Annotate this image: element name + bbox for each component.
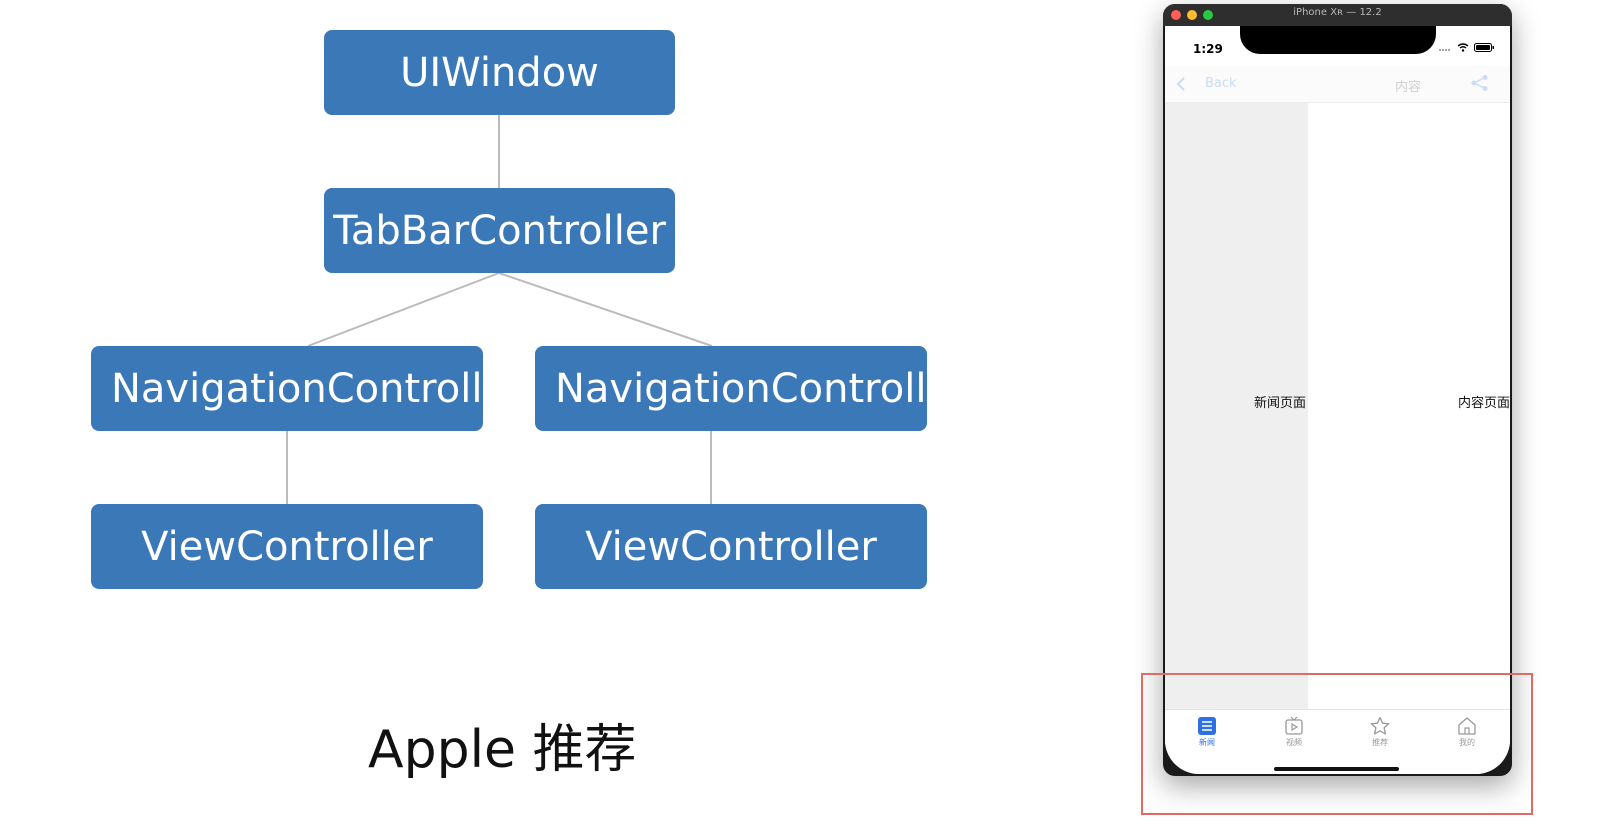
minimize-window-button[interactable]	[1187, 10, 1197, 20]
node-navigationcontroller-right-label: NavigationControll	[555, 365, 927, 412]
tab-video[interactable]: 视频	[1274, 716, 1314, 748]
connector-tabbar-nav-left	[307, 272, 500, 347]
node-uiwindow-label: UIWindow	[400, 49, 599, 96]
tab-recommend[interactable]: 推荐	[1360, 716, 1400, 748]
signal-icon	[1439, 48, 1450, 51]
tab-news[interactable]: 新闻	[1187, 716, 1227, 748]
star-icon	[1370, 716, 1390, 735]
node-tabbarcontroller-label: TabBarController	[333, 207, 666, 254]
tab-bar: 新闻 视频 推荐	[1165, 709, 1510, 774]
node-viewcontroller-right-label: ViewController	[585, 523, 877, 570]
status-icons	[1438, 43, 1494, 52]
node-viewcontroller-left: ViewController	[91, 504, 483, 589]
content-page-pane: 内容页面	[1308, 103, 1510, 709]
node-navigationcontroller-left-label: NavigationControll	[111, 365, 483, 412]
node-viewcontroller-left-label: ViewController	[141, 523, 433, 570]
wifi-icon	[1457, 43, 1469, 52]
tab-recommend-label: 推荐	[1372, 738, 1388, 747]
node-tabbarcontroller: TabBarController	[324, 188, 675, 273]
content-page-label: 内容页面	[1457, 396, 1510, 411]
close-window-button[interactable]	[1171, 10, 1181, 20]
tab-mine-label: 我的	[1459, 738, 1475, 747]
node-navigationcontroller-right: NavigationControll	[535, 346, 927, 431]
tab-news-label: 新闻	[1199, 738, 1215, 747]
nav-title: 内容	[1395, 80, 1422, 95]
video-icon	[1285, 716, 1303, 735]
navigation-bar: Back 内容	[1165, 66, 1510, 103]
node-navigationcontroller-left: NavigationControll	[91, 346, 483, 431]
back-chevron-icon[interactable]	[1175, 76, 1187, 92]
tab-mine[interactable]: 我的	[1447, 716, 1487, 748]
phone-screen: 1:29 Back 内容	[1165, 26, 1510, 774]
news-page-label: 新闻页面	[1253, 396, 1306, 411]
home-indicator	[1274, 767, 1399, 771]
back-button[interactable]: Back	[1205, 76, 1237, 91]
maximize-window-button[interactable]	[1203, 10, 1213, 20]
share-icon[interactable]	[1470, 74, 1490, 92]
simulator-window: iPhone Xʀ — 12.2 1:29	[1163, 4, 1512, 776]
news-page-pane: 新闻页面	[1165, 103, 1308, 709]
connector-tabbar-nav-right	[498, 272, 713, 347]
status-time: 1:29	[1193, 42, 1223, 56]
tab-video-label: 视频	[1286, 738, 1302, 747]
tab-bar-highlight-box	[1141, 673, 1533, 815]
caption: Apple 推荐	[368, 720, 637, 780]
simulator-titlebar: iPhone Xʀ — 12.2	[1163, 4, 1512, 26]
news-icon	[1198, 717, 1216, 735]
home-icon	[1458, 717, 1476, 735]
node-uiwindow: UIWindow	[324, 30, 675, 115]
node-viewcontroller-right: ViewController	[535, 504, 927, 589]
notch	[1240, 26, 1436, 54]
simulator-title: iPhone Xʀ — 12.2	[1293, 7, 1382, 18]
battery-icon	[1474, 43, 1494, 52]
